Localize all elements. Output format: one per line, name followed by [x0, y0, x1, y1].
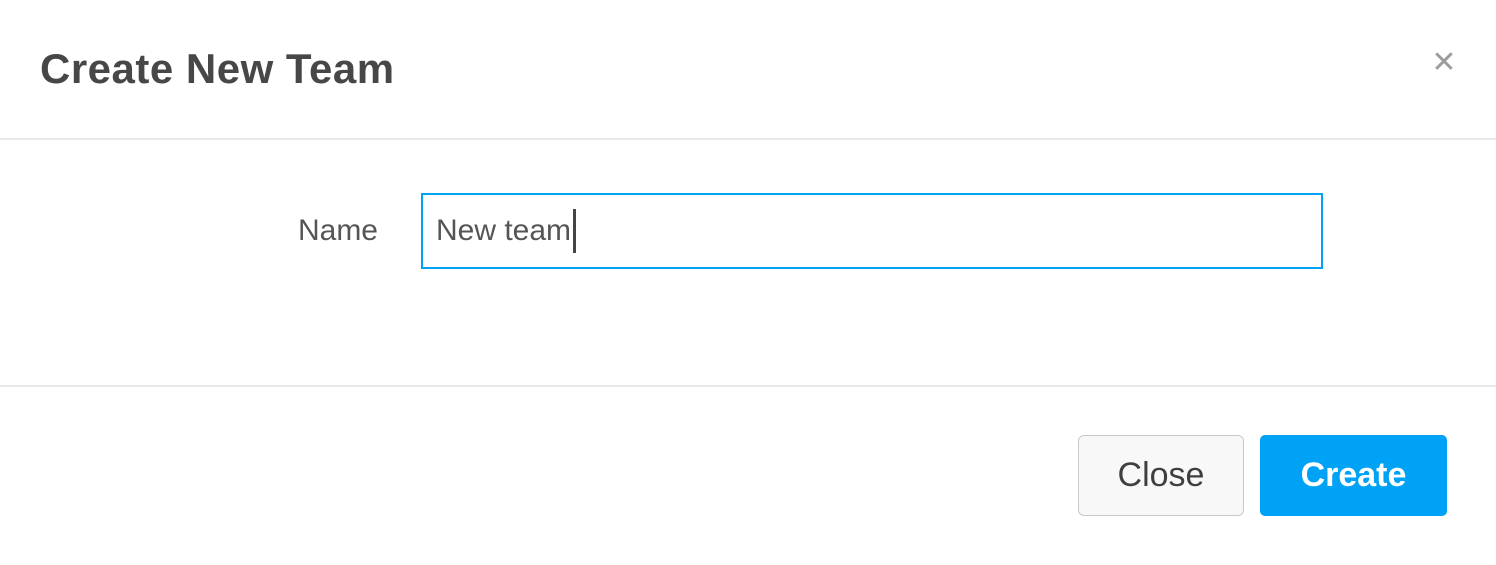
team-name-input[interactable]: New team	[421, 193, 1323, 269]
close-button[interactable]: Close	[1078, 435, 1244, 516]
modal-title: Create New Team	[40, 45, 395, 92]
modal-header: Create New Team ✕	[0, 0, 1496, 138]
name-label: Name	[297, 214, 378, 247]
modal-body: Name New team	[0, 140, 1496, 385]
close-icon[interactable]: ✕	[1431, 45, 1457, 79]
name-form-row: Name New team	[0, 193, 1496, 269]
create-button[interactable]: Create	[1260, 435, 1447, 516]
modal-footer: Close Create	[0, 387, 1496, 565]
text-caret	[573, 209, 577, 253]
header-divider	[0, 138, 1496, 140]
team-name-input-value: New team	[436, 214, 572, 247]
footer-divider	[0, 385, 1496, 387]
